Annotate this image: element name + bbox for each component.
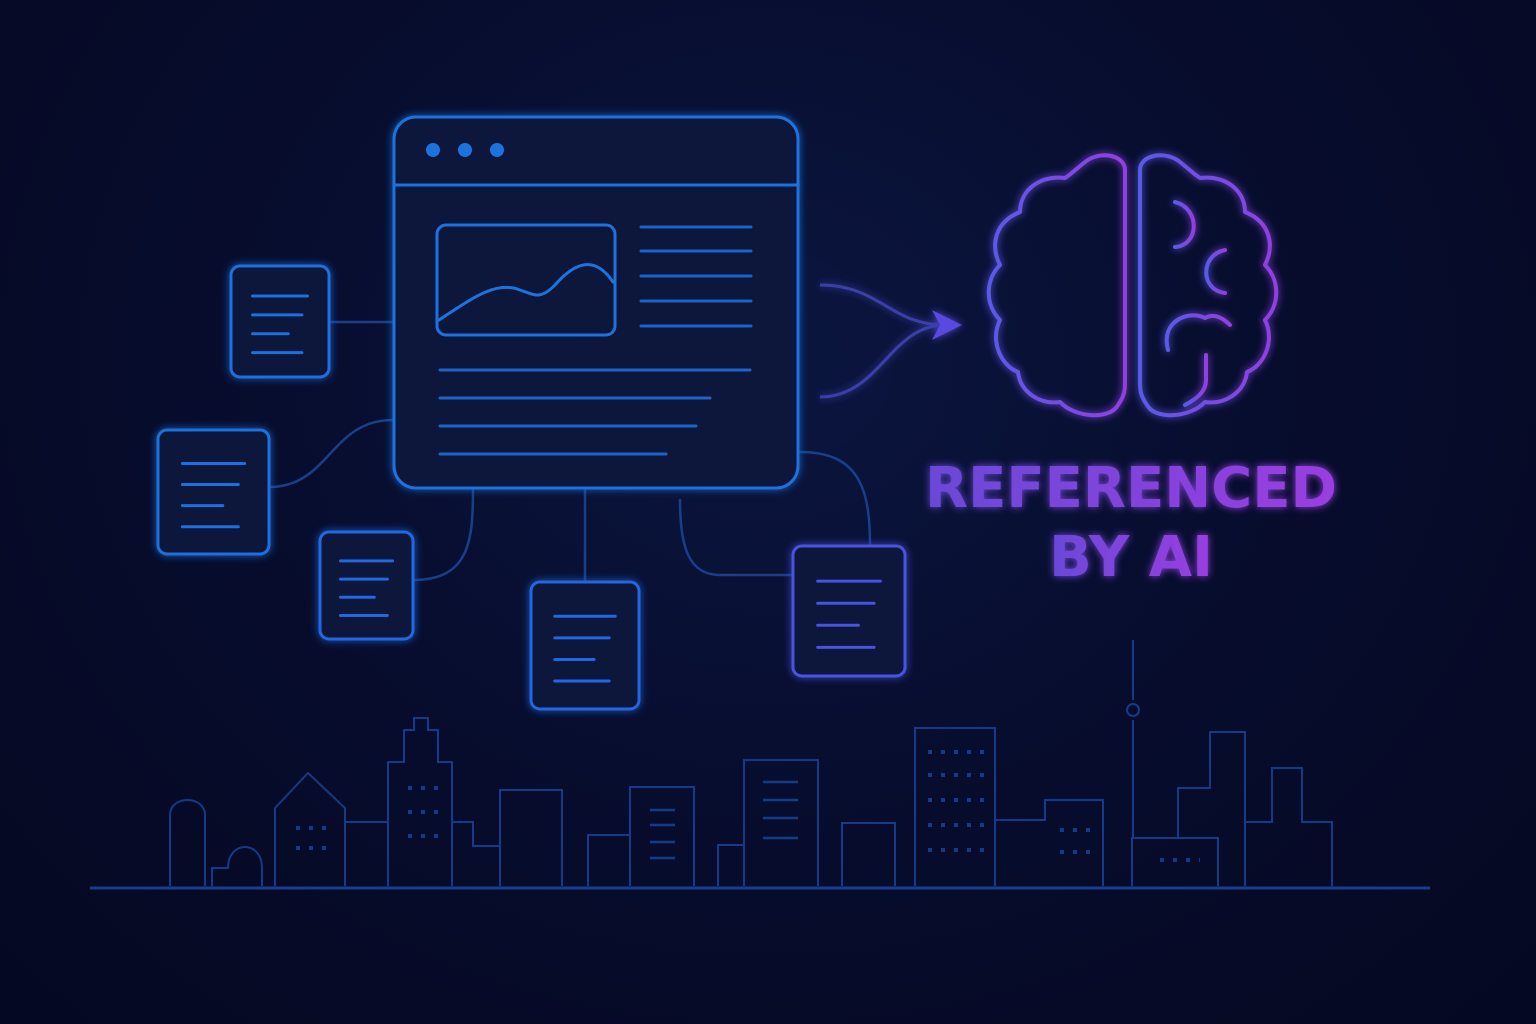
document-icon <box>529 580 641 711</box>
brain-icon <box>986 153 1279 418</box>
city-skyline <box>90 640 1430 890</box>
arrow-icon <box>819 283 962 399</box>
document-icon <box>156 428 271 556</box>
document-icon <box>318 530 415 641</box>
headline-line1: REFERENCED <box>925 456 1337 521</box>
document-icon <box>791 544 907 678</box>
headline-line2: BY AI <box>1049 525 1213 590</box>
connector-lines <box>267 320 872 584</box>
headline: REFERENCED BY AI <box>925 456 1337 590</box>
browser-window-icon <box>392 115 800 490</box>
document-icon <box>229 264 331 379</box>
